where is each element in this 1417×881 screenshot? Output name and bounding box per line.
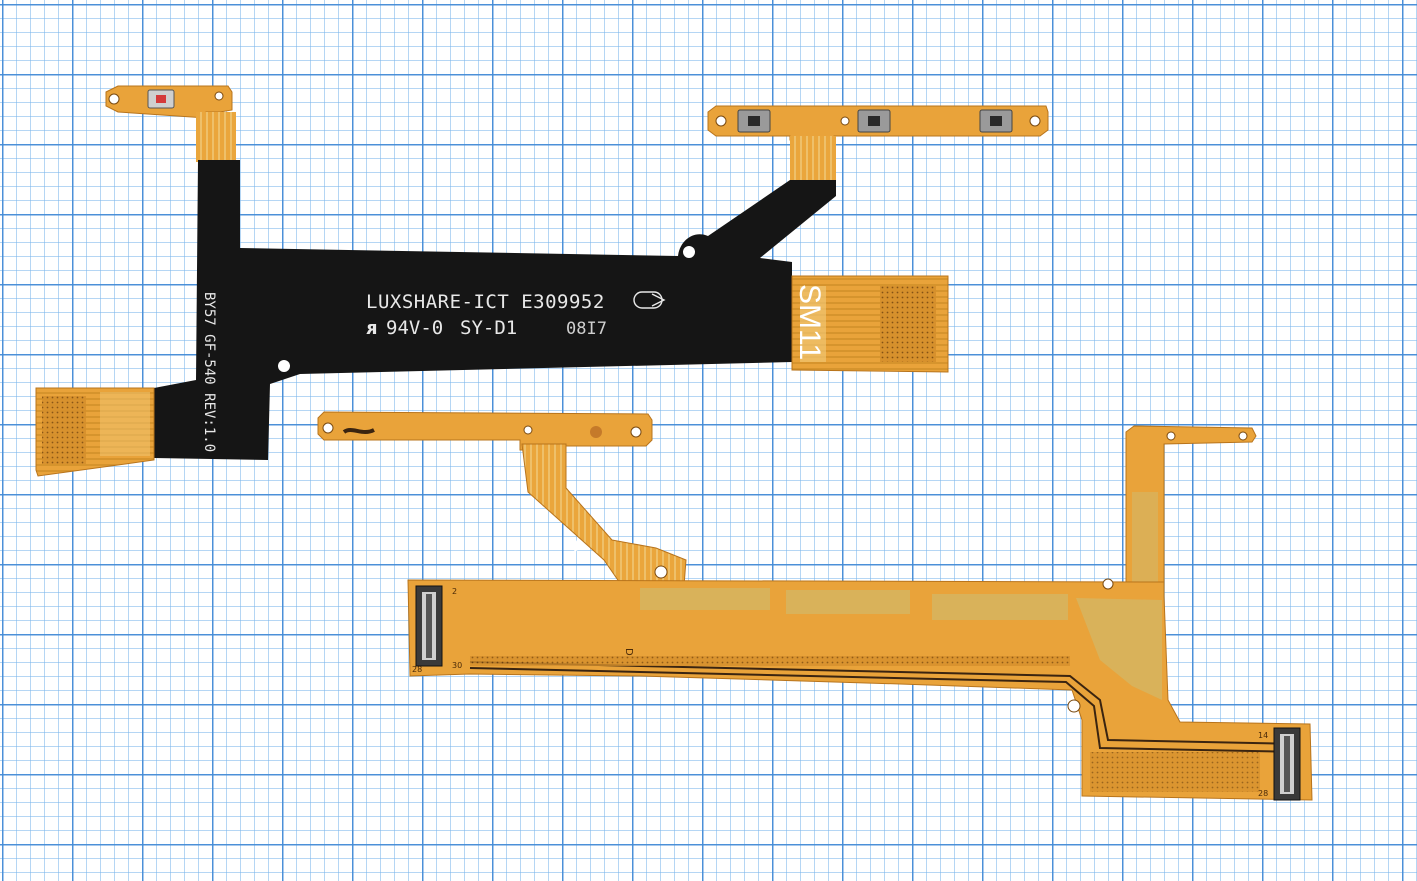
rating-label: 94V-0 — [386, 317, 443, 339]
right-tall-strip — [1125, 425, 1257, 585]
certification-logo-icon — [633, 291, 666, 309]
diagonal-link — [521, 443, 687, 587]
top-left-button-tab — [105, 85, 236, 162]
copper-flex-body — [407, 579, 1313, 801]
part-label: SY-D1 — [460, 317, 517, 339]
pin-label: 14 — [1258, 731, 1268, 740]
model-label: BY57 GF-540 REV:1.0 — [201, 292, 217, 452]
black-flex-body — [154, 160, 836, 460]
manufacturer-label: LUXSHARE-ICT E309952 — [366, 291, 605, 313]
left-button-strip — [317, 411, 653, 451]
left-board-connector: 2 30 28 — [412, 585, 462, 674]
pin-label: 2 — [452, 587, 457, 596]
copper-flex-cable: 2 30 28 D 14 28 — [317, 411, 1313, 801]
right-copper-tail: SM11 — [791, 275, 949, 373]
svg-text:ᴙ: ᴙ — [366, 318, 378, 339]
pin-label: 28 — [412, 665, 422, 674]
right-board-connector: 14 28 — [1258, 727, 1301, 801]
top-right-button-strip — [707, 105, 1049, 180]
pin-label: 30 — [452, 661, 462, 670]
date-code-label: 08I7 — [566, 319, 607, 339]
left-copper-tail — [35, 387, 155, 477]
black-flex-cable: SM11 LUXSHARE-ICT E309952 ᴙ 94V-0 SY-D1 … — [35, 85, 1049, 477]
ul-recognized-icon: ᴙ — [366, 318, 378, 339]
pin-label: 28 — [1258, 789, 1268, 798]
marker-label: D — [623, 648, 634, 656]
tail-label: SM11 — [793, 284, 826, 360]
